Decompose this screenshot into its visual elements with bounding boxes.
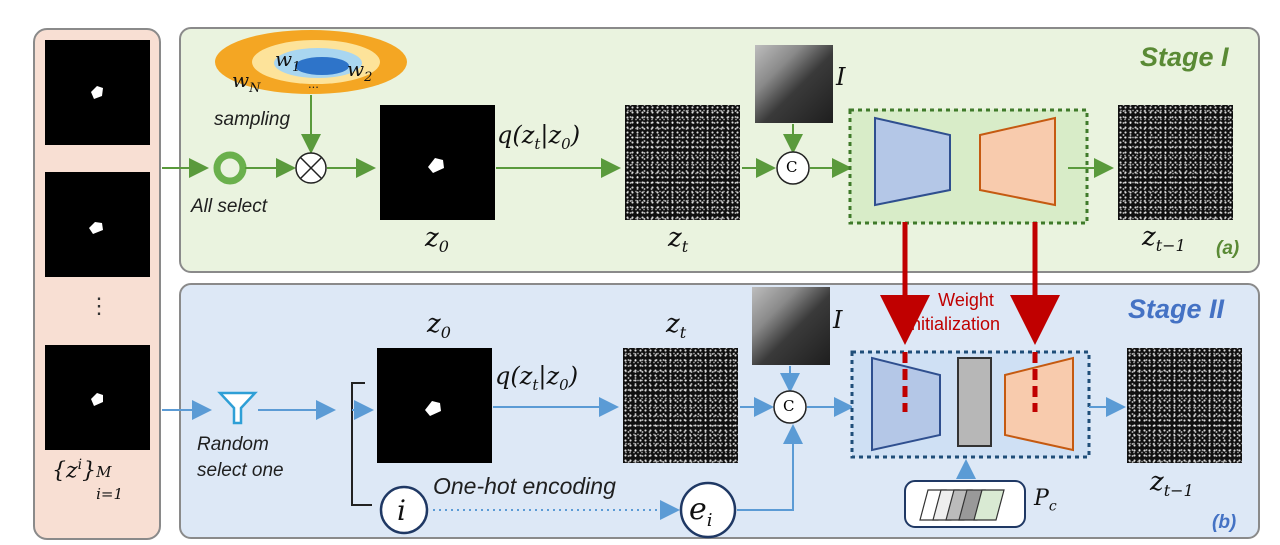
mask-image-1 xyxy=(45,40,150,145)
stage1-decoder xyxy=(979,116,1056,207)
stage-1-title: Stage I xyxy=(1140,42,1229,72)
stage2-I-label: I xyxy=(833,306,843,334)
stage1-z0-label: z0 xyxy=(425,223,449,257)
stage1-zt-label: zt xyxy=(668,223,689,257)
all-select-label: All select xyxy=(191,196,268,217)
stage1-q-label: q(zt|z0) xyxy=(497,121,581,153)
stage1-I-label: I xyxy=(836,63,846,91)
weight-w2: w2 xyxy=(347,57,373,85)
stage2-q-label: q(zt|z0) xyxy=(495,362,579,394)
prompt-label: Pc xyxy=(1034,486,1057,515)
concat-icon xyxy=(776,151,810,185)
prompt-stack-icon xyxy=(904,480,1026,528)
stage2-concat-label: C xyxy=(783,397,795,415)
multiply-icon xyxy=(295,152,327,184)
stage1-encoder xyxy=(874,116,951,207)
weight-wN: wN xyxy=(232,68,261,96)
stage2-output-label: zt−1 xyxy=(1150,467,1194,501)
stage1-output-noisy xyxy=(1118,105,1233,220)
ellipsis: ⋮ xyxy=(88,293,110,318)
index-circle xyxy=(379,485,429,535)
stage-2-tag: (b) xyxy=(1212,512,1237,533)
stage2-z0-mask xyxy=(377,348,492,463)
embedding-label: ei xyxy=(689,492,713,531)
stage-1-tag: (a) xyxy=(1216,238,1240,259)
stage1-zt-noisy xyxy=(625,105,740,220)
stage1-ct-image xyxy=(755,45,833,123)
sampling-label: sampling xyxy=(214,109,291,130)
random-select-line2: select one xyxy=(197,460,284,481)
selection-bracket xyxy=(351,382,372,506)
embedding-circle xyxy=(679,481,737,539)
stage1-output-label: zt−1 xyxy=(1142,222,1186,256)
stage2-bottleneck xyxy=(957,357,992,447)
stage2-zt-label: zt xyxy=(666,309,687,343)
stage2-ct-image xyxy=(752,287,830,365)
stage-2-title: Stage II xyxy=(1128,294,1225,324)
mask-image-2 xyxy=(45,172,150,277)
index-i-label: i xyxy=(397,494,406,527)
mask-image-m xyxy=(45,345,150,450)
stage2-output-noisy xyxy=(1127,348,1242,463)
gaussian-weights-icon xyxy=(215,30,407,94)
weight-dots: ... xyxy=(308,76,319,91)
random-select-line1: Random xyxy=(197,434,269,455)
stage2-decoder xyxy=(1004,356,1074,452)
weight-w1: w1 xyxy=(275,47,301,75)
concat-icon xyxy=(773,390,807,424)
stage1-z0-mask xyxy=(380,105,495,220)
funnel-icon xyxy=(217,391,258,425)
ring-select-icon xyxy=(213,151,247,185)
stage1-concat-label: C xyxy=(786,158,798,176)
stage2-zt-noisy xyxy=(623,348,738,463)
one-hot-label: One-hot encoding xyxy=(433,473,616,499)
stage2-z0-label: z0 xyxy=(427,309,451,343)
